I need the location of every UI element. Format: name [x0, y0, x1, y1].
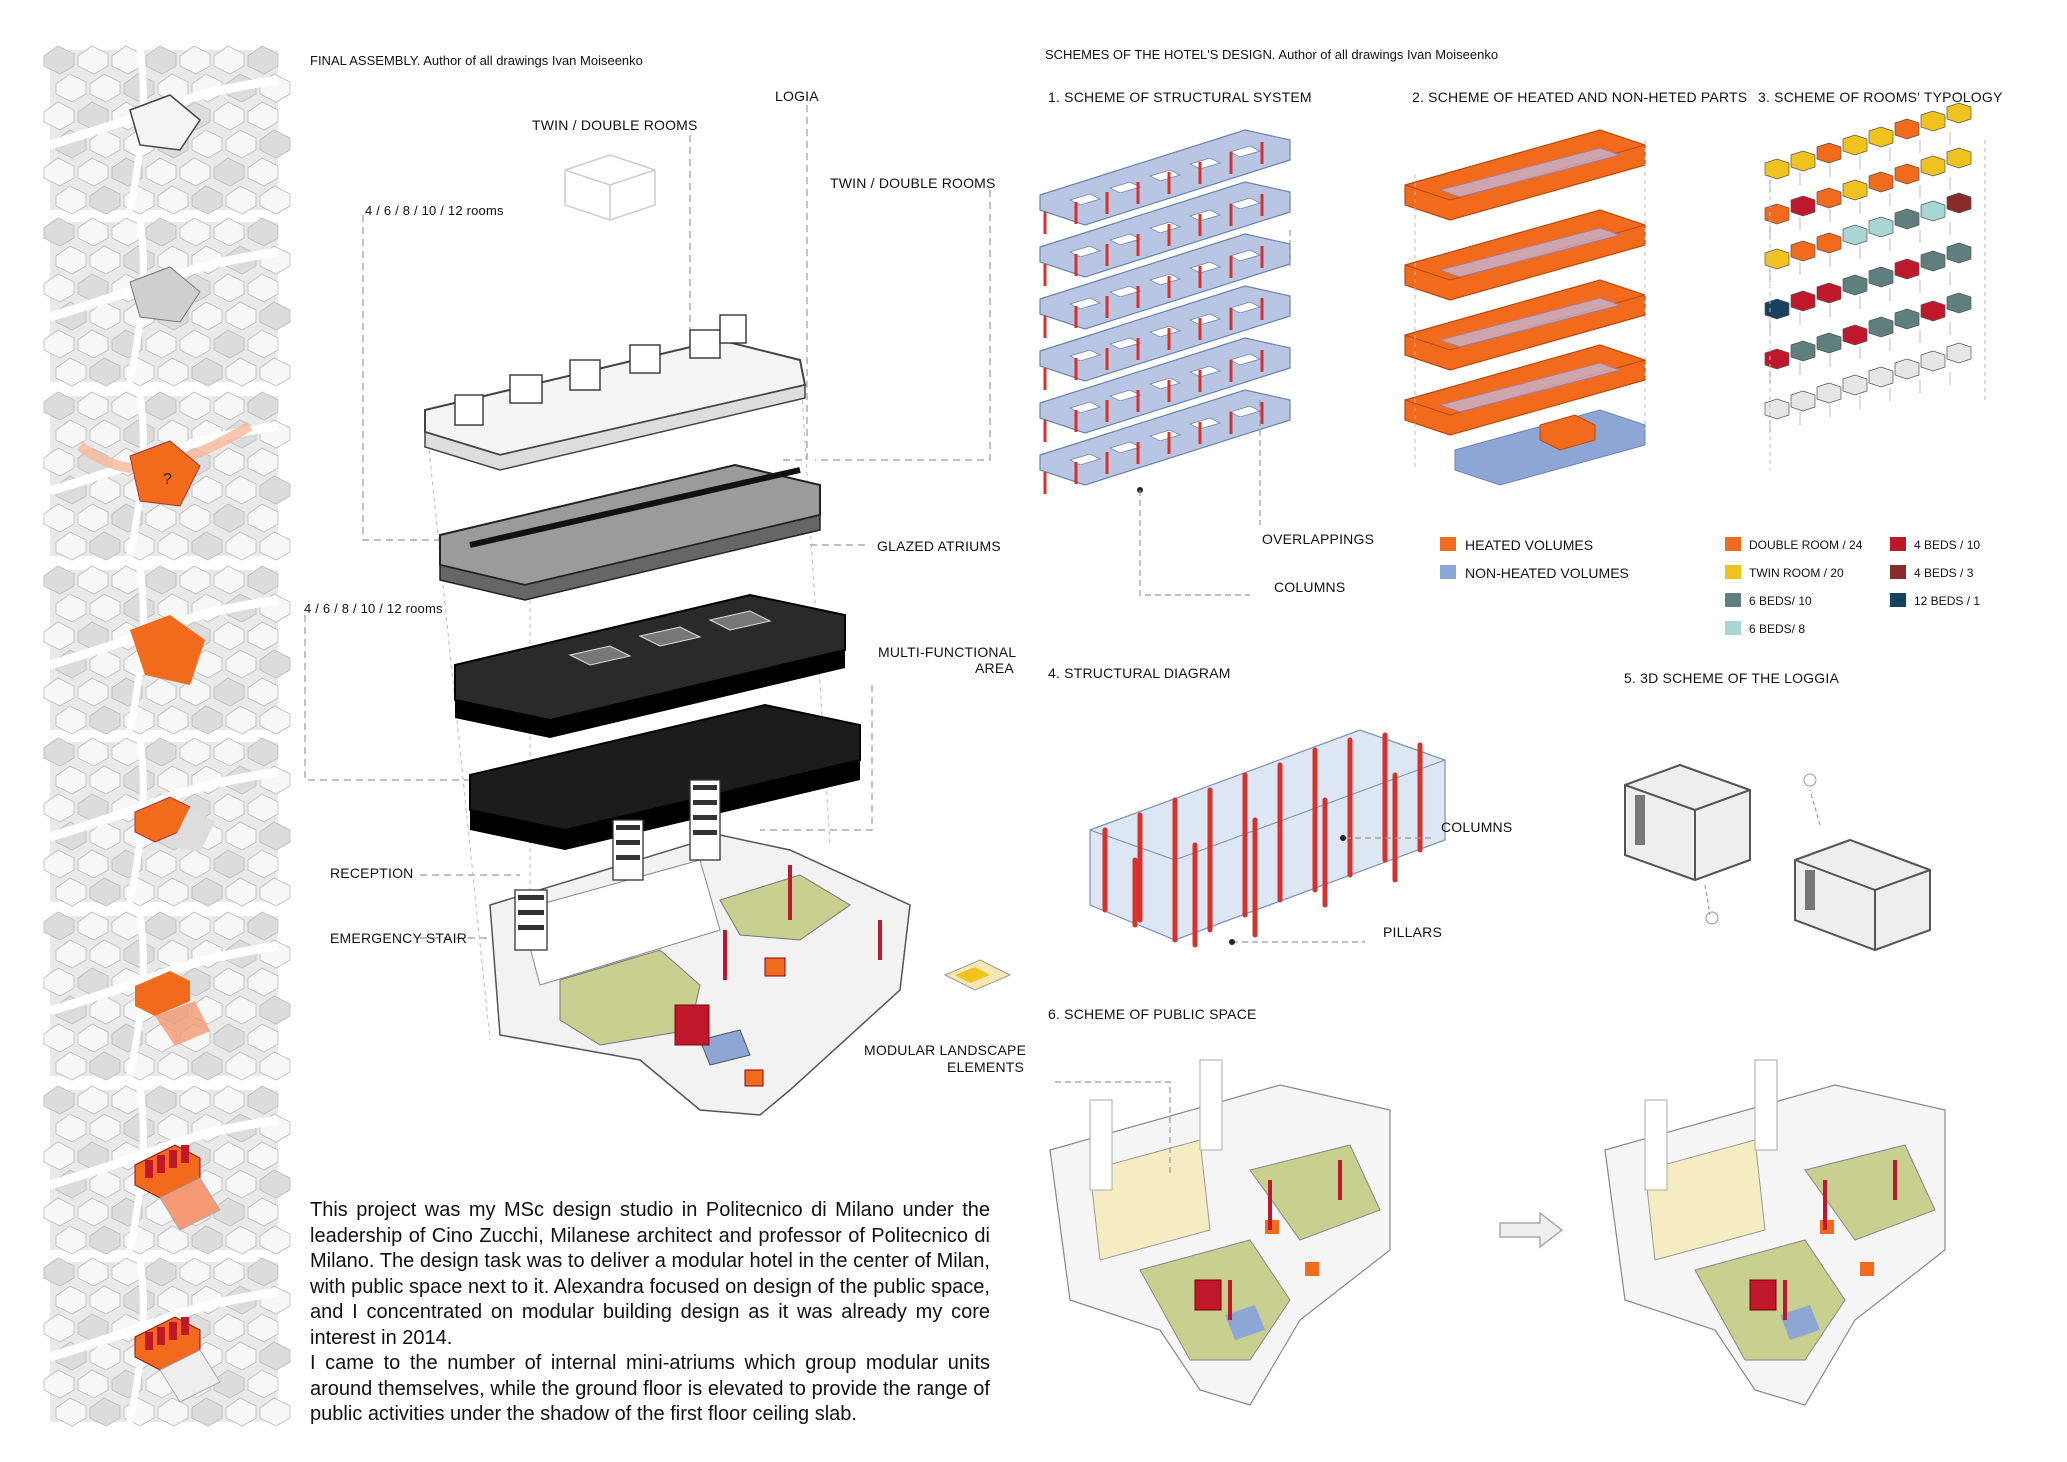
elements-label: ELEMENTS	[947, 1059, 1025, 1075]
final-assembly-header: FINAL ASSEMBLY. Author of all drawings I…	[310, 53, 643, 68]
project-description: This project was my MSc design studio in…	[310, 1198, 990, 1428]
description-paragraph-2: I came to the number of internal mini-at…	[310, 1352, 990, 1425]
legend-swatch	[1440, 537, 1456, 551]
legend-swatch	[1725, 565, 1741, 579]
scheme-5-title: 5. 3D SCHEME OF THE LOGGIA	[1624, 670, 1839, 686]
legend-label: TWIN ROOM / 20	[1749, 566, 1844, 580]
urban-map-drawing	[43, 217, 291, 387]
columns-label-scheme4: COLUMNS	[1441, 819, 1513, 835]
legend-swatch	[1440, 565, 1456, 579]
urban-map-thumbnail: ?	[43, 391, 291, 561]
urban-map-drawing	[43, 565, 291, 735]
twin-double-rooms-label-right: TWIN / DOUBLE ROOMS	[830, 175, 996, 191]
description-paragraph-1: This project was my MSc design studio in…	[310, 1199, 990, 1349]
legend-label: 12 BEDS / 1	[1914, 594, 1981, 608]
urban-map-thumbnail	[43, 911, 291, 1081]
schemes-header: SCHEMES OF THE HOTEL'S DESIGN. Author of…	[1045, 47, 1499, 62]
rooms-count-label-top: 4 / 6 / 8 / 10 / 12 rooms	[365, 203, 504, 218]
urban-map-drawing	[43, 45, 291, 215]
map-marker-label: ?	[163, 471, 172, 488]
urban-map-thumbnail	[43, 565, 291, 735]
legend-label: 4 BEDS / 3	[1914, 566, 1974, 580]
urban-map-drawing	[43, 911, 291, 1081]
legend-swatch	[1725, 593, 1741, 607]
modular-landscape-label: MODULAR LANDSCAPE	[864, 1042, 1027, 1058]
urban-map-thumbnail	[43, 45, 291, 215]
urban-map-thumbnail	[43, 1085, 291, 1255]
legend-swatch	[1890, 537, 1906, 551]
emergency-stair-label: EMERGENCY STAIR	[330, 930, 468, 946]
urban-map-drawing	[43, 1085, 291, 1255]
legend-swatch	[1725, 621, 1741, 635]
urban-map-thumbnail	[43, 217, 291, 387]
legend-label: HEATED VOLUMES	[1465, 537, 1594, 553]
urban-map-drawing: ?	[43, 391, 291, 561]
scheme-1-title: 1. SCHEME OF STRUCTURAL SYSTEM	[1048, 89, 1312, 105]
legend-swatch	[1725, 537, 1741, 551]
legend-label: 6 BEDS/ 10	[1749, 594, 1812, 608]
urban-map-thumbnail	[43, 737, 291, 907]
urban-map-drawing	[43, 737, 291, 907]
reception-label: RECEPTION	[330, 865, 414, 881]
scheme-3-title: 3. SCHEME OF ROOMS' TYPOLOGY	[1758, 89, 2003, 105]
logia-label: LOGIA	[775, 88, 819, 104]
urban-map-drawing	[43, 1257, 291, 1427]
overlappings-label: OVERLAPPINGS	[1262, 531, 1375, 547]
glazed-atriums-label: GLAZED ATRIUMS	[877, 538, 1001, 554]
legend-label: 4 BEDS / 10	[1914, 538, 1981, 552]
scheme-4-title: 4. STRUCTURAL DIAGRAM	[1048, 665, 1231, 681]
legend-label: NON-HEATED VOLUMES	[1465, 565, 1629, 581]
columns-label-scheme1: COLUMNS	[1274, 579, 1346, 595]
legend-swatch	[1890, 593, 1906, 607]
urban-map-thumbnail	[43, 1257, 291, 1427]
rooms-count-label-mid: 4 / 6 / 8 / 10 / 12 rooms	[304, 601, 443, 616]
area-label: AREA	[975, 660, 1014, 676]
scheme-2-title: 2. SCHEME OF HEATED AND NON-HETED PARTS	[1412, 89, 1748, 105]
twin-double-rooms-label-top: TWIN / DOUBLE ROOMS	[532, 117, 698, 133]
legend-swatch	[1890, 565, 1906, 579]
scheme-6-title: 6. SCHEME OF PUBLIC SPACE	[1048, 1006, 1257, 1022]
legend-label: 6 BEDS/ 8	[1749, 622, 1806, 636]
legend-label: DOUBLE ROOM / 24	[1749, 538, 1863, 552]
pillars-label: PILLARS	[1383, 924, 1442, 940]
multi-functional-label: MULTI-FUNCTIONAL	[878, 644, 1017, 660]
